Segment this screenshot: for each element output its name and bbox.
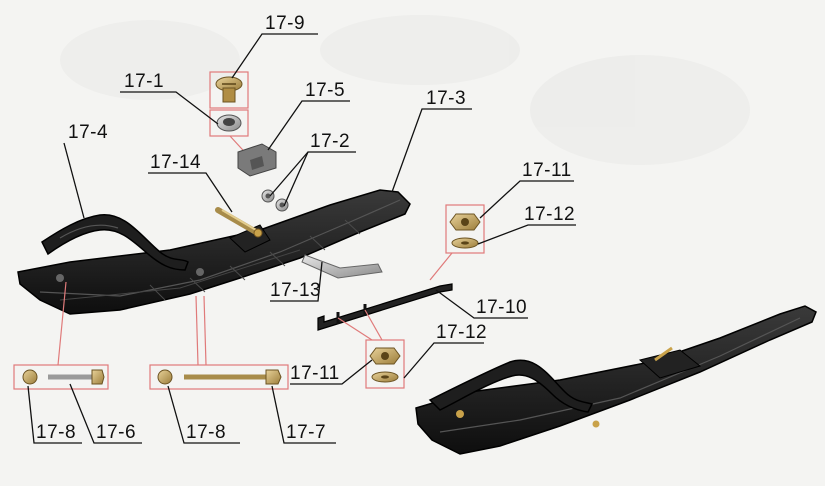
callout-17-12-bottom: 17-12 bbox=[436, 322, 488, 343]
callout-17-11-bottom: 17-11 bbox=[290, 363, 340, 384]
wear-bar-17-13 bbox=[301, 254, 383, 279]
callout-17-10: 17-10 bbox=[476, 297, 528, 318]
nuts-17-2 bbox=[261, 189, 289, 212]
bracket-17-5 bbox=[237, 143, 277, 177]
callout-17-5: 17-5 bbox=[305, 80, 346, 101]
callout-17-9: 17-9 bbox=[265, 13, 306, 34]
callout-17-6: 17-6 bbox=[96, 422, 137, 443]
background-watermark bbox=[60, 15, 750, 165]
callout-17-14: 17-14 bbox=[150, 152, 202, 173]
callout-17-12-top: 17-12 bbox=[524, 204, 576, 225]
callout-17-4: 17-4 bbox=[68, 122, 109, 143]
screw-17-9 bbox=[209, 71, 249, 109]
callout-17-2: 17-2 bbox=[310, 131, 351, 152]
leader-bolt-set-17-6 bbox=[57, 281, 67, 366]
callout-17-11-top: 17-11 bbox=[522, 160, 572, 181]
callout-leaders bbox=[27, 33, 576, 444]
nut-washer-top bbox=[445, 204, 485, 254]
main-ski bbox=[17, 189, 411, 315]
callout-17-8-right: 17-8 bbox=[186, 422, 227, 443]
nut-washer-bottom bbox=[365, 339, 405, 389]
leader-bottom-nut-b bbox=[364, 309, 383, 341]
bolt-set-17-7 bbox=[149, 364, 289, 390]
leader-bolt-set-17-7-a bbox=[195, 295, 199, 366]
callout-17-8-left: 17-8 bbox=[36, 422, 77, 443]
callout-17-3: 17-3 bbox=[426, 88, 467, 109]
leader-bottom-nut-a bbox=[337, 317, 373, 341]
bolt-set-17-6 bbox=[13, 364, 109, 390]
callout-17-1: 17-1 bbox=[124, 71, 165, 92]
assembled-ski bbox=[415, 305, 817, 455]
callout-17-13: 17-13 bbox=[270, 280, 322, 301]
bolt-17-14 bbox=[215, 207, 263, 238]
callout-17-7: 17-7 bbox=[286, 422, 327, 443]
leader-top-nut-to-runner bbox=[429, 252, 453, 281]
carbide-runner-17-10 bbox=[317, 283, 453, 331]
leader-bolt-set-17-7-b bbox=[203, 295, 207, 366]
ski-handle bbox=[41, 214, 189, 271]
